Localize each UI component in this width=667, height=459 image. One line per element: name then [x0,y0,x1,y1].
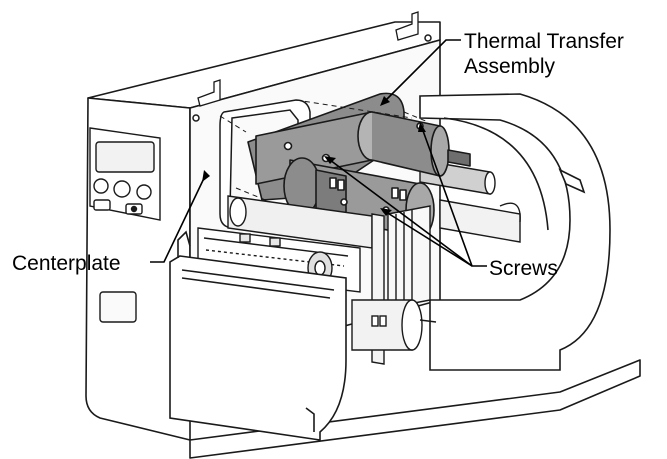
top-hinges [197,11,419,107]
callout-lines [150,39,487,267]
screw-upper [283,141,293,151]
lcd-display [95,141,155,173]
screw-lower [340,198,348,206]
callout-centerplate-line [150,173,207,263]
callout-screws-line-3 [385,211,473,267]
label-assembly: Assembly [464,55,556,78]
panel-button-center [113,180,131,198]
panel-button-right [136,184,152,200]
panel-button-small-left [93,199,111,211]
rewind-spindle [351,299,437,351]
front-access-cover [169,230,347,441]
callout-arrowheads [202,96,426,216]
callout-thermal-line [383,39,461,103]
label-thermal-transfer: Thermal Transfer [464,30,624,53]
front-slot [99,291,137,323]
media-hanger-arch [419,93,611,371]
control-panel [89,127,161,323]
callout-screws-line-2 [329,159,473,267]
label-centerplate: Centerplate [12,252,121,275]
label-screws: Screws [489,257,558,280]
panel-button-left [93,178,109,194]
